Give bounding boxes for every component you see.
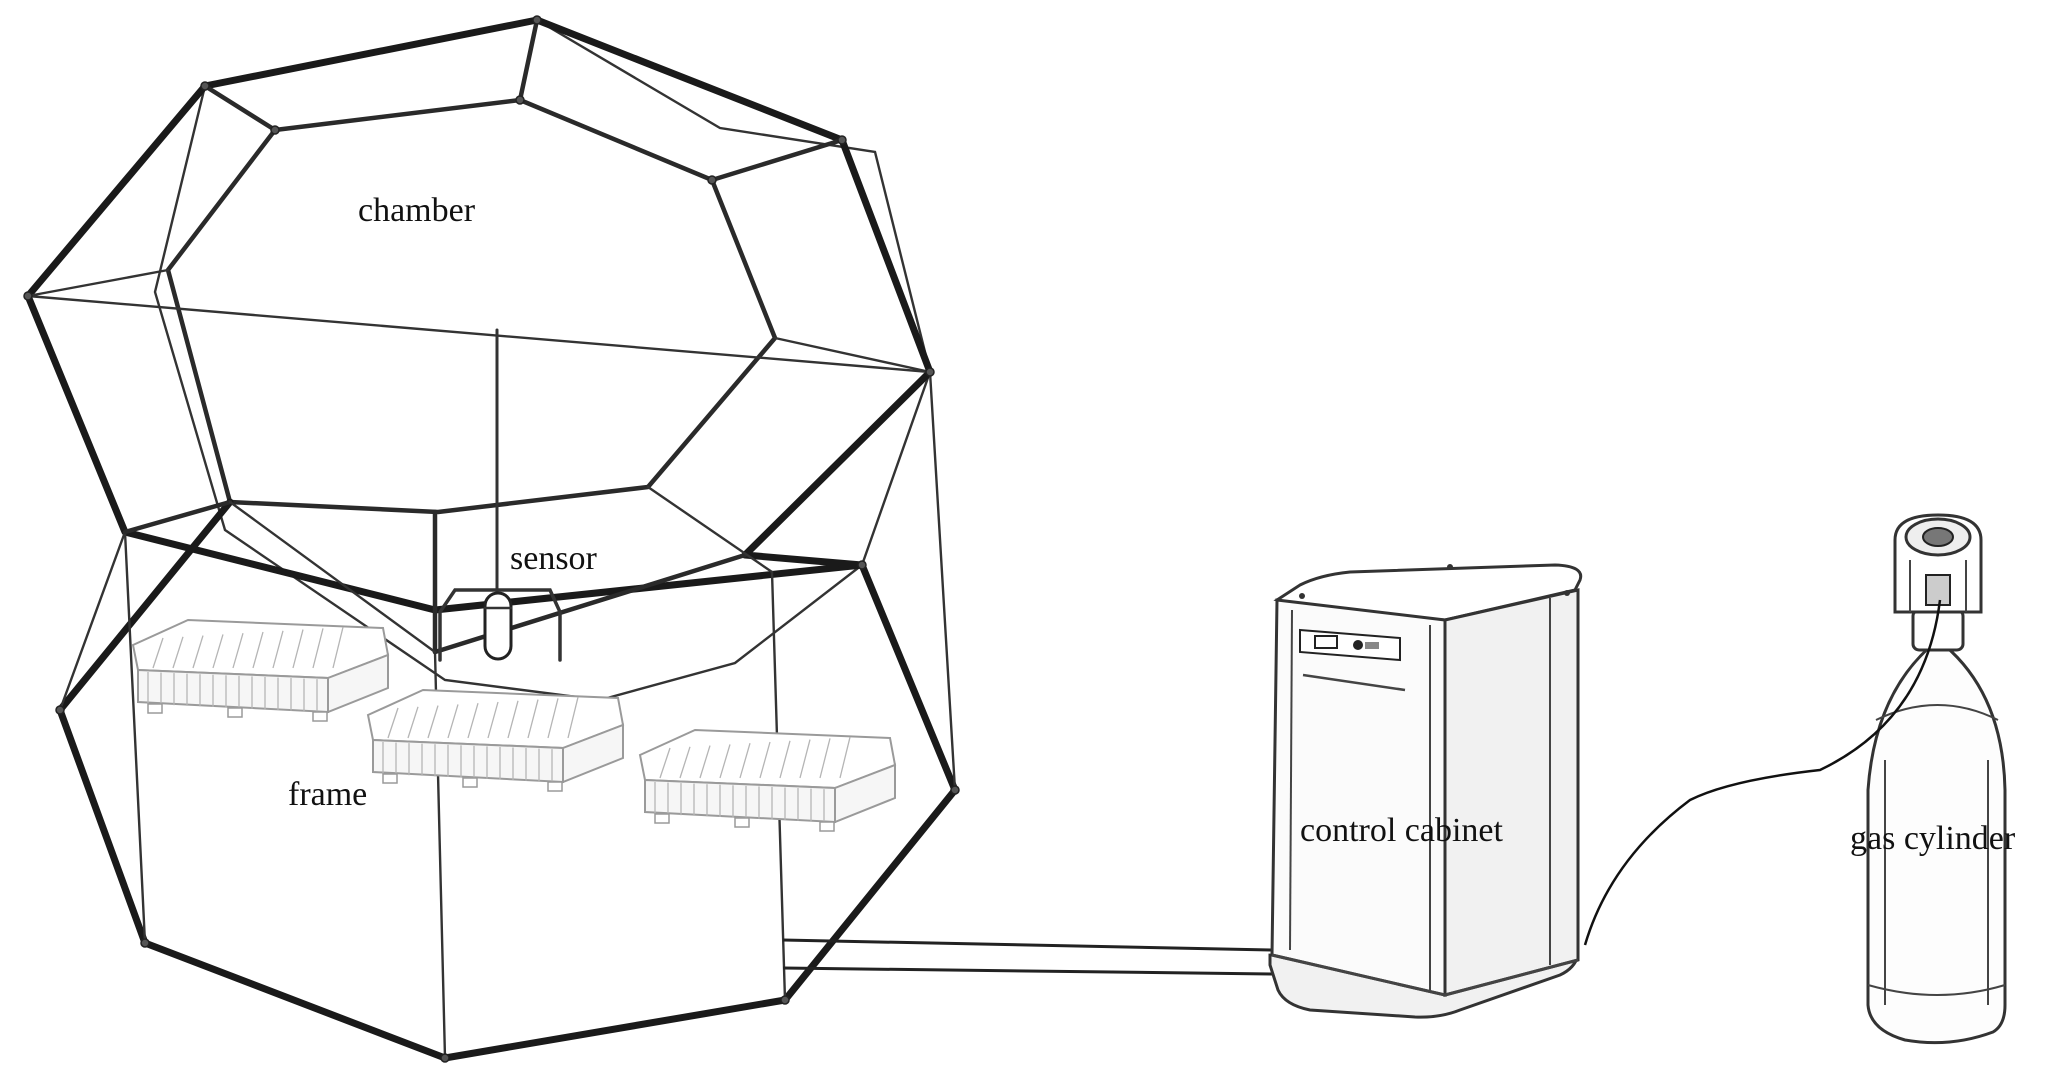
gas-cylinder-icon [1583,513,2007,1045]
connection-pipes [782,938,1273,976]
sensor-probe-icon [438,328,562,662]
chamber-wireframe-icon [23,15,960,1063]
sensor-label: sensor [510,540,598,577]
control-cabinet-icon [1268,563,1583,1019]
frame-crates [131,618,897,832]
frame-label: frame [288,776,367,813]
mesh-crate-icon [131,618,390,722]
gas-cylinder-label: gas cylinder [1850,820,2016,857]
chamber-label: chamber [358,192,476,229]
mesh-crate-icon [638,728,897,832]
mesh-crate-icon [366,688,625,792]
control-cabinet-label: control cabinet [1300,812,1504,849]
